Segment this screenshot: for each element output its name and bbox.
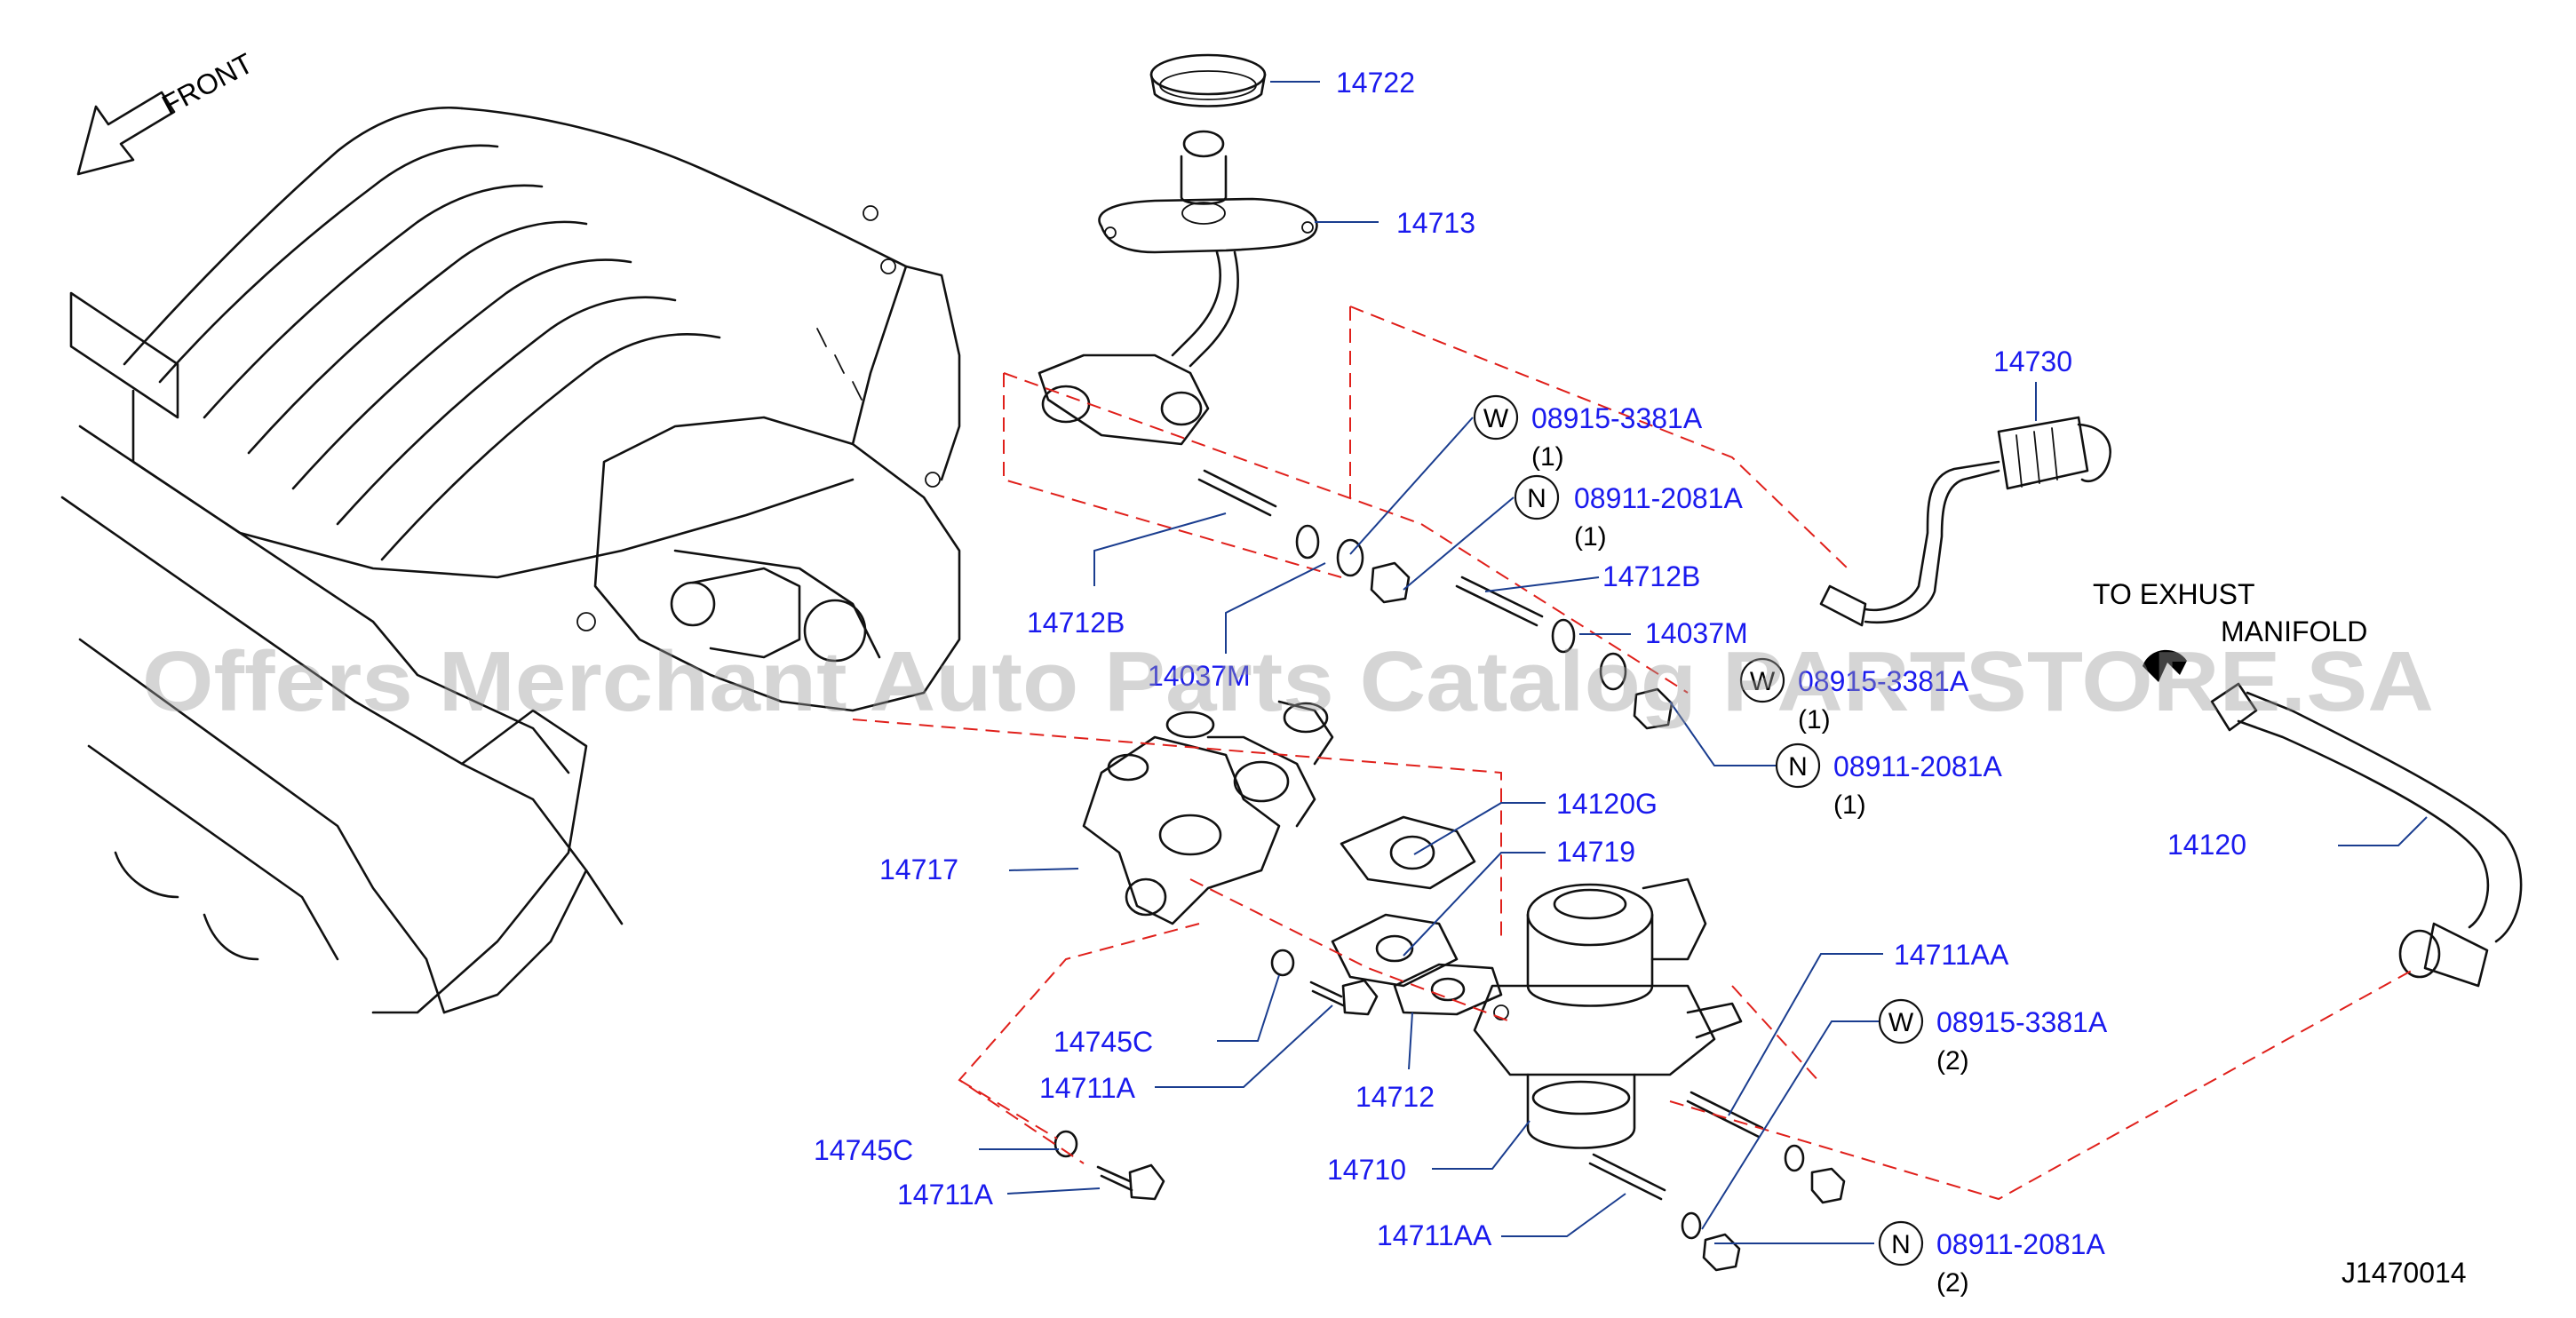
exhaust-note-line1: TO EXHUST xyxy=(2093,578,2255,610)
qty-w3: (2) xyxy=(1936,1046,1969,1076)
badge-w3: W xyxy=(1888,1008,1914,1037)
code-n2: 08911-2081A xyxy=(1833,750,2002,782)
exhaust-tube-14120 xyxy=(2210,682,2523,988)
part-14712-label: 14712 xyxy=(1356,1081,1435,1113)
intake-manifold-drawing xyxy=(60,107,961,1014)
code-w2: 08915-3381A xyxy=(1798,665,1969,697)
part-14710-label: 14710 xyxy=(1327,1154,1406,1186)
part-14037M-label: 14037M xyxy=(1645,617,1748,649)
direction-arrow-icon xyxy=(2143,649,2187,682)
part-14711AA-lower-label: 14711AA xyxy=(1377,1219,1492,1251)
part-14711A-lower-label: 14711A xyxy=(897,1179,994,1211)
part-14712B-right-label: 14712B xyxy=(1602,560,1700,592)
valve-14710 xyxy=(1473,877,1743,1149)
watermark: Offers Merchant Auto Parts Catalog PARTS… xyxy=(142,634,2434,729)
badge-w2: W xyxy=(1750,667,1776,696)
qty-n1: (1) xyxy=(1574,522,1607,552)
fastener-w1: W 08915-3381A (1) xyxy=(1473,394,1703,472)
gasket-14120G xyxy=(1340,815,1476,890)
dashed-alignment-lines xyxy=(852,306,2417,1201)
fastener-w2: W 08915-3381A (1) xyxy=(1739,657,1969,734)
leader-lines xyxy=(979,81,2428,1244)
part-14722-label: 14722 xyxy=(1336,67,1415,99)
exhaust-note-line2: MANIFOLD xyxy=(2221,615,2367,647)
fasteners-drawing xyxy=(1053,469,1846,1272)
qty-n3: (2) xyxy=(1936,1268,1969,1298)
gasket-14712 xyxy=(1393,963,1503,1016)
badge-w1: W xyxy=(1483,404,1509,433)
code-n1: 08911-2081A xyxy=(1574,482,1743,514)
sensor-14730 xyxy=(1819,416,2111,627)
fastener-n3: N 08911-2081A (2) xyxy=(1878,1220,2105,1298)
qty-w2: (1) xyxy=(1798,705,1831,734)
badge-n1: N xyxy=(1527,484,1546,513)
part-14745C-upper-label: 14745C xyxy=(1053,1026,1153,1058)
part-14037M-lower-label: 14037M xyxy=(1148,660,1251,692)
code-w1: 08915-3381A xyxy=(1531,402,1703,434)
qty-w1: (1) xyxy=(1531,442,1564,472)
fastener-n1: N 08911-2081A (1) xyxy=(1514,474,1743,552)
badge-n2: N xyxy=(1788,752,1808,782)
part-14745C-lower-label: 14745C xyxy=(814,1134,913,1166)
bracket-14717 xyxy=(1082,700,1334,925)
part-14719-label: 14719 xyxy=(1556,836,1635,868)
front-label: FRONT xyxy=(156,47,258,122)
qty-n2: (1) xyxy=(1833,790,1866,820)
badge-n3: N xyxy=(1891,1230,1911,1259)
flange-pipe-14713 xyxy=(1038,130,1318,446)
gasket-14719 xyxy=(1331,913,1459,988)
part-14712B-left-label: 14712B xyxy=(1027,607,1125,639)
part-14711AA-upper-label: 14711AA xyxy=(1894,939,2009,971)
diagram-id: J1470014 xyxy=(2341,1257,2467,1289)
part-14120G-label: 14120G xyxy=(1556,788,1658,820)
front-arrow-icon xyxy=(76,91,176,176)
fastener-w3: W 08915-3381A (2) xyxy=(1878,998,2108,1076)
part-14713-label: 14713 xyxy=(1396,207,1475,239)
part-14120-label: 14120 xyxy=(2167,829,2246,861)
seal-ring-14722 xyxy=(1149,53,1267,107)
code-w3: 08915-3381A xyxy=(1936,1006,2108,1038)
part-14711A-upper-label: 14711A xyxy=(1039,1072,1136,1104)
part-14717-label: 14717 xyxy=(879,854,958,885)
code-n3: 08911-2081A xyxy=(1936,1228,2105,1260)
fastener-n2: N 08911-2081A (1) xyxy=(1775,742,2002,820)
part-14730-label: 14730 xyxy=(1993,345,2072,377)
